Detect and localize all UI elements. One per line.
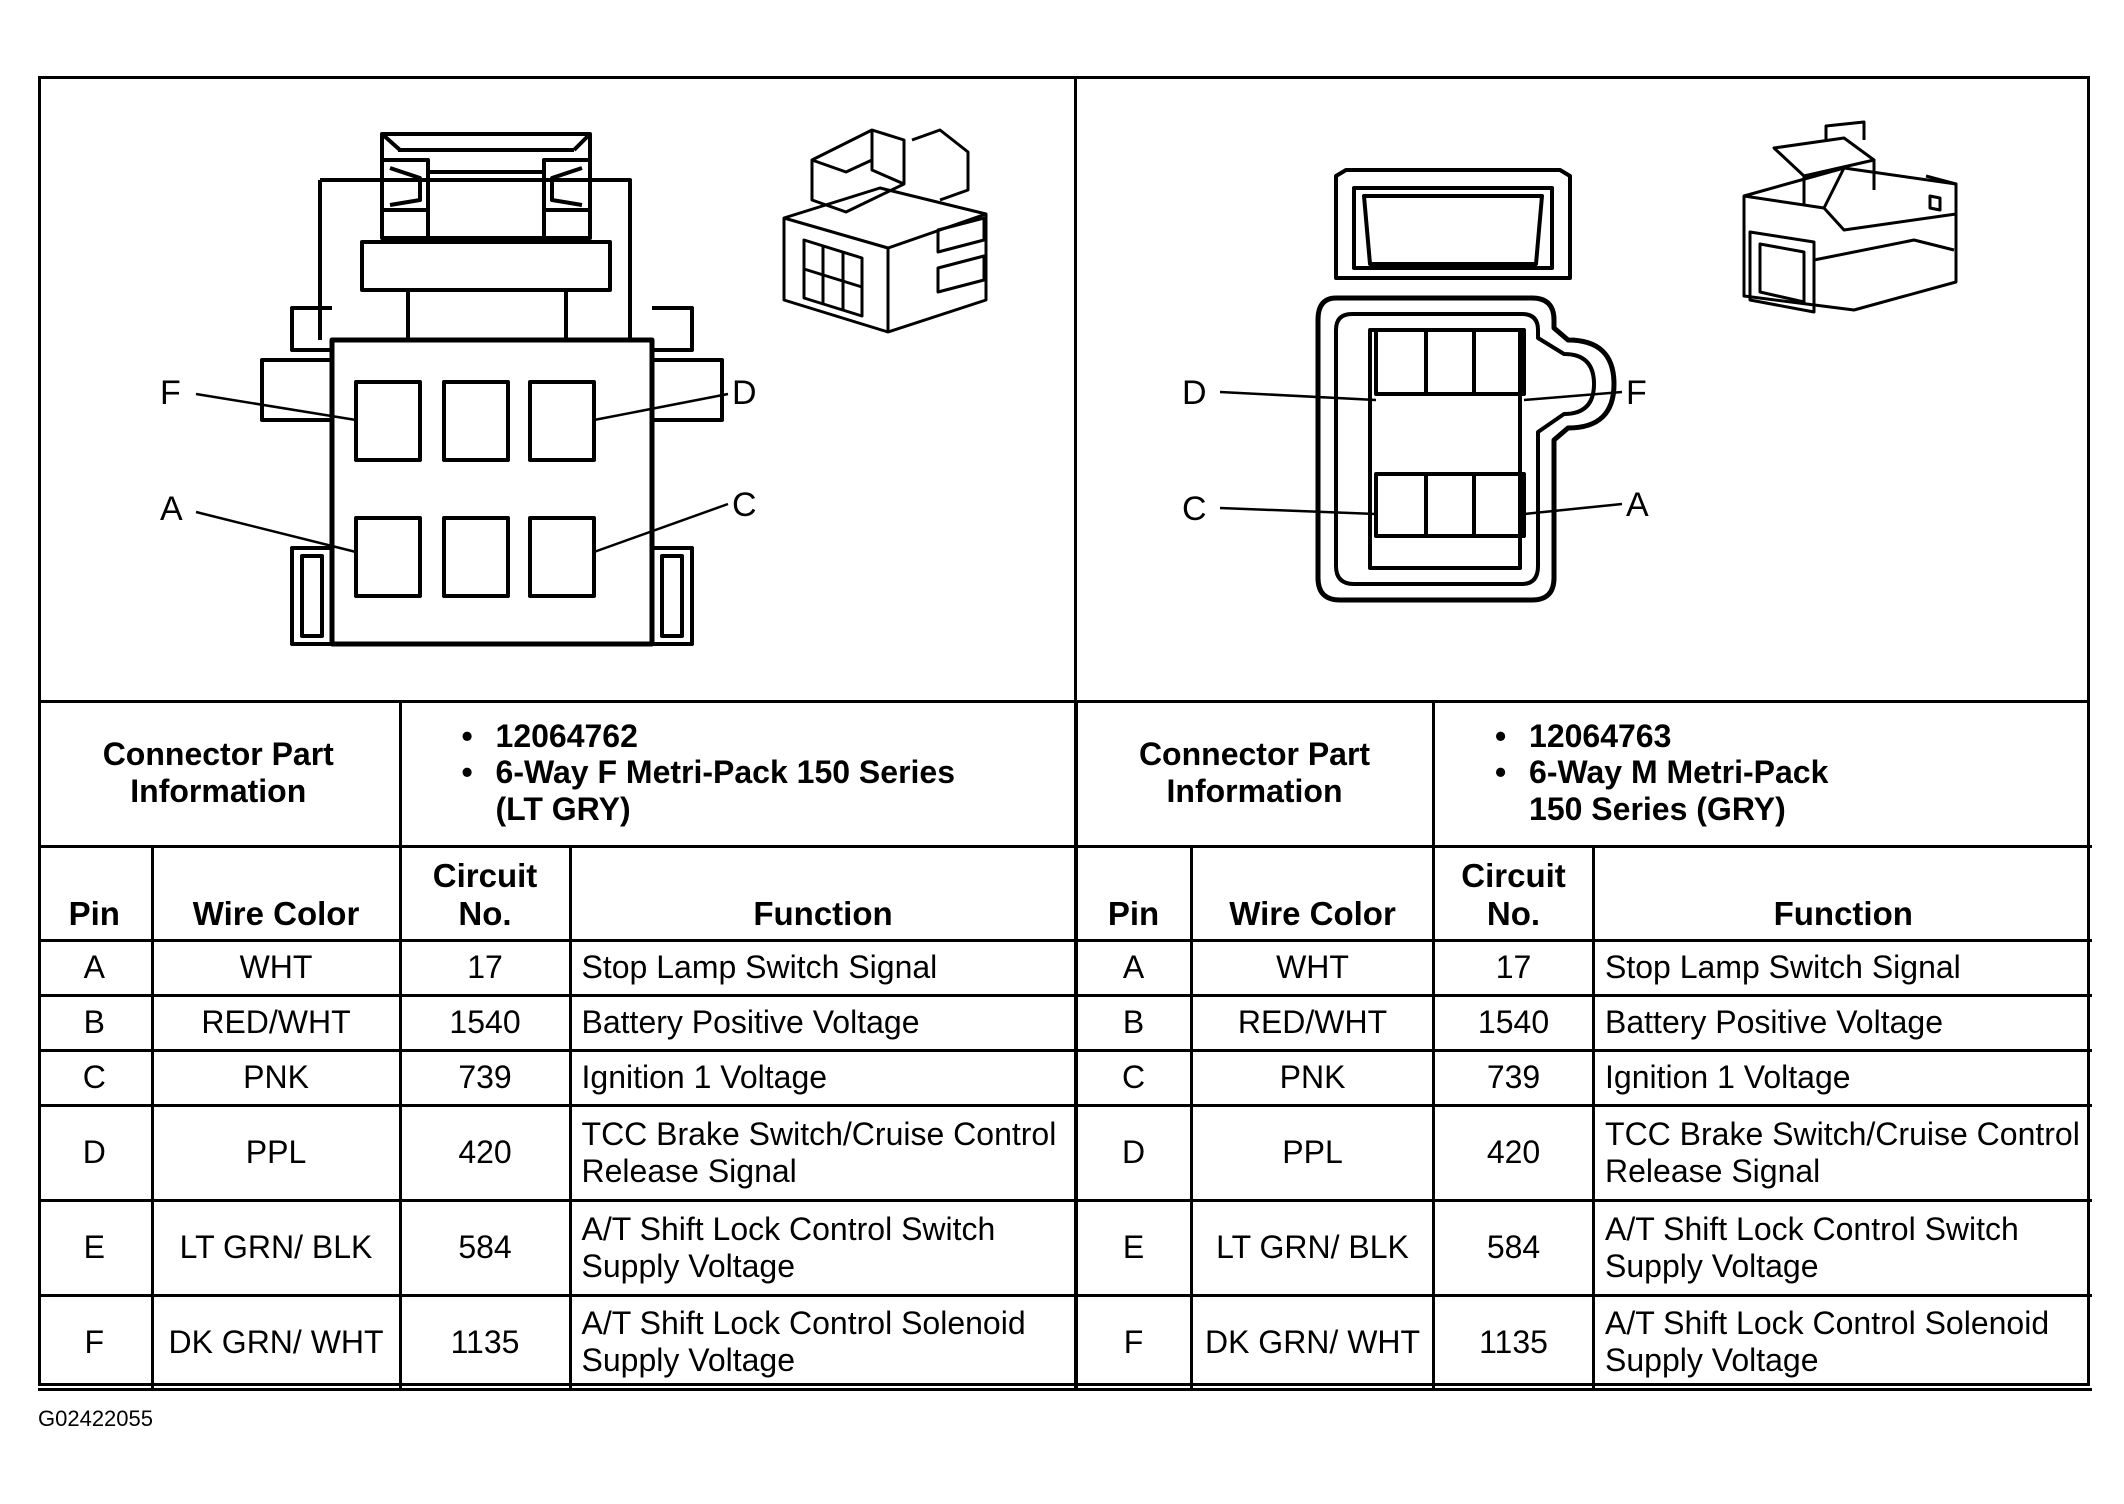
right-pin-label-a: A	[1626, 486, 1649, 524]
connector-part-info-label: Connector Part Information	[38, 701, 402, 848]
wire-color-cell: RED/WHT	[150, 993, 402, 1052]
pin-cell: A	[38, 938, 154, 997]
circuit-cell: 584	[1432, 1198, 1596, 1297]
table-row: C PNK 739 Ignition 1 Voltage	[1074, 1048, 2092, 1107]
pin-cell: F	[38, 1293, 154, 1391]
function-cell: Battery Positive Voltage	[568, 993, 1078, 1052]
circuit-cell: 739	[398, 1048, 572, 1107]
connector-part-details: 12064762 6-Way F Metri-Pack 150 Series(L…	[398, 701, 1078, 848]
part-description: 6-Way F Metri-Pack 150 Series(LT GRY)	[462, 754, 1065, 828]
left-pin-label-d: D	[732, 374, 757, 412]
circuit-cell: 17	[1432, 938, 1596, 997]
pin-cell: E	[1074, 1198, 1193, 1297]
circuit-cell: 739	[1432, 1048, 1596, 1107]
function-cell: Stop Lamp Switch Signal	[568, 938, 1078, 997]
col-header-function: Function	[568, 844, 1078, 942]
right-connector-table: Connector Part Information 12064763 6-Wa…	[1073, 701, 2092, 1391]
wire-color-cell: PNK	[150, 1048, 402, 1107]
table-row: A WHT 17 Stop Lamp Switch Signal	[38, 938, 1078, 997]
pin-cell: A	[1074, 938, 1193, 997]
wire-color-cell: PPL	[1189, 1103, 1436, 1202]
col-header-wire-color: Wire Color	[1189, 844, 1436, 942]
column-header-row: Pin Wire Color Circuit No. Function	[1074, 844, 2092, 942]
function-cell: Ignition 1 Voltage	[568, 1048, 1078, 1107]
table-row: C PNK 739 Ignition 1 Voltage	[38, 1048, 1078, 1107]
pin-cell: D	[38, 1103, 154, 1202]
left-connector-face-drawing: F D A C	[160, 128, 988, 647]
wire-color-cell: RED/WHT	[1189, 993, 1436, 1052]
col-header-wire-color: Wire Color	[150, 844, 402, 942]
left-pin-label-c: C	[732, 486, 757, 524]
circuit-cell: 1135	[398, 1293, 572, 1391]
col-header-pin: Pin	[38, 844, 154, 942]
connector-part-info-label: Connector Part Information	[1073, 701, 1436, 848]
table-row: A WHT 17 Stop Lamp Switch Signal	[1074, 938, 2092, 997]
part-number: 12064762	[462, 718, 1065, 755]
circuit-cell: 584	[398, 1198, 572, 1297]
connector-info-row: Connector Part Information 12064763 6-Wa…	[1073, 701, 2092, 848]
table-row: E LT GRN/ BLK 584 A/T Shift Lock Control…	[1074, 1198, 2092, 1297]
wire-color-cell: PPL	[150, 1103, 402, 1202]
circuit-cell: 1135	[1432, 1293, 1596, 1391]
wire-color-cell: PNK	[1189, 1048, 1436, 1107]
col-header-circuit: Circuit No.	[398, 844, 572, 942]
table-row: B RED/WHT 1540 Battery Positive Voltage	[38, 993, 1078, 1052]
col-header-circuit: Circuit No.	[1432, 844, 1596, 942]
function-cell: A/T Shift Lock Control Solenoid Supply V…	[1592, 1293, 2092, 1391]
wire-color-cell: LT GRN/ BLK	[150, 1198, 402, 1297]
pin-cell: B	[38, 993, 154, 1052]
wire-color-cell: WHT	[1189, 938, 1436, 997]
wire-color-cell: LT GRN/ BLK	[1189, 1198, 1436, 1297]
wire-color-cell: DK GRN/ WHT	[1189, 1293, 1436, 1391]
wire-color-cell: WHT	[150, 938, 402, 997]
wire-color-cell: DK GRN/ WHT	[150, 1293, 402, 1391]
function-cell: A/T Shift Lock Control Switch Supply Vol…	[1592, 1198, 2092, 1297]
col-header-function: Function	[1592, 844, 2092, 942]
col-header-pin: Pin	[1074, 844, 1193, 942]
table-row: D PPL 420 TCC Brake Switch/Cruise Contro…	[1074, 1103, 2092, 1202]
circuit-cell: 420	[398, 1103, 572, 1202]
circuit-cell: 1540	[398, 993, 572, 1052]
function-cell: Battery Positive Voltage	[1592, 993, 2092, 1052]
left-connector-table: Connector Part Information 12064762 6-Wa…	[38, 701, 1078, 1391]
table-row: B RED/WHT 1540 Battery Positive Voltage	[1074, 993, 2092, 1052]
connector-info-row: Connector Part Information 12064762 6-Wa…	[38, 701, 1078, 848]
function-cell: Ignition 1 Voltage	[1592, 1048, 2092, 1107]
part-number: 12064763	[1495, 718, 2082, 755]
left-pin-label-f: F	[160, 374, 181, 412]
column-header-row: Pin Wire Color Circuit No. Function	[38, 844, 1078, 942]
table-row: E LT GRN/ BLK 584 A/T Shift Lock Control…	[38, 1198, 1078, 1297]
function-cell: TCC Brake Switch/Cruise Control Release …	[1592, 1103, 2092, 1202]
pin-cell: F	[1074, 1293, 1193, 1391]
left-pin-label-a: A	[160, 490, 183, 528]
circuit-cell: 1540	[1432, 993, 1596, 1052]
circuit-cell: 17	[398, 938, 572, 997]
circuit-cell: 420	[1432, 1103, 1596, 1202]
table-row: F DK GRN/ WHT 1135 A/T Shift Lock Contro…	[1074, 1293, 2092, 1391]
function-cell: A/T Shift Lock Control Solenoid Supply V…	[568, 1293, 1078, 1391]
function-cell: A/T Shift Lock Control Switch Supply Vol…	[568, 1198, 1078, 1297]
right-pin-label-f: F	[1626, 374, 1647, 412]
pin-cell: D	[1074, 1103, 1193, 1202]
table-row: D PPL 420 TCC Brake Switch/Cruise Contro…	[38, 1103, 1078, 1202]
pin-cell: E	[38, 1198, 154, 1297]
right-pin-label-c: C	[1182, 490, 1207, 528]
right-connector-face-drawing: D F C A	[1182, 120, 1958, 603]
table-row: F DK GRN/ WHT 1135 A/T Shift Lock Contro…	[38, 1293, 1078, 1391]
pin-cell: C	[1074, 1048, 1193, 1107]
function-cell: TCC Brake Switch/Cruise Control Release …	[568, 1103, 1078, 1202]
pin-cell: C	[38, 1048, 154, 1107]
pin-cell: B	[1074, 993, 1193, 1052]
function-cell: Stop Lamp Switch Signal	[1592, 938, 2092, 997]
right-pin-label-d: D	[1182, 374, 1207, 412]
figure-code: G02422055	[38, 1406, 153, 1431]
